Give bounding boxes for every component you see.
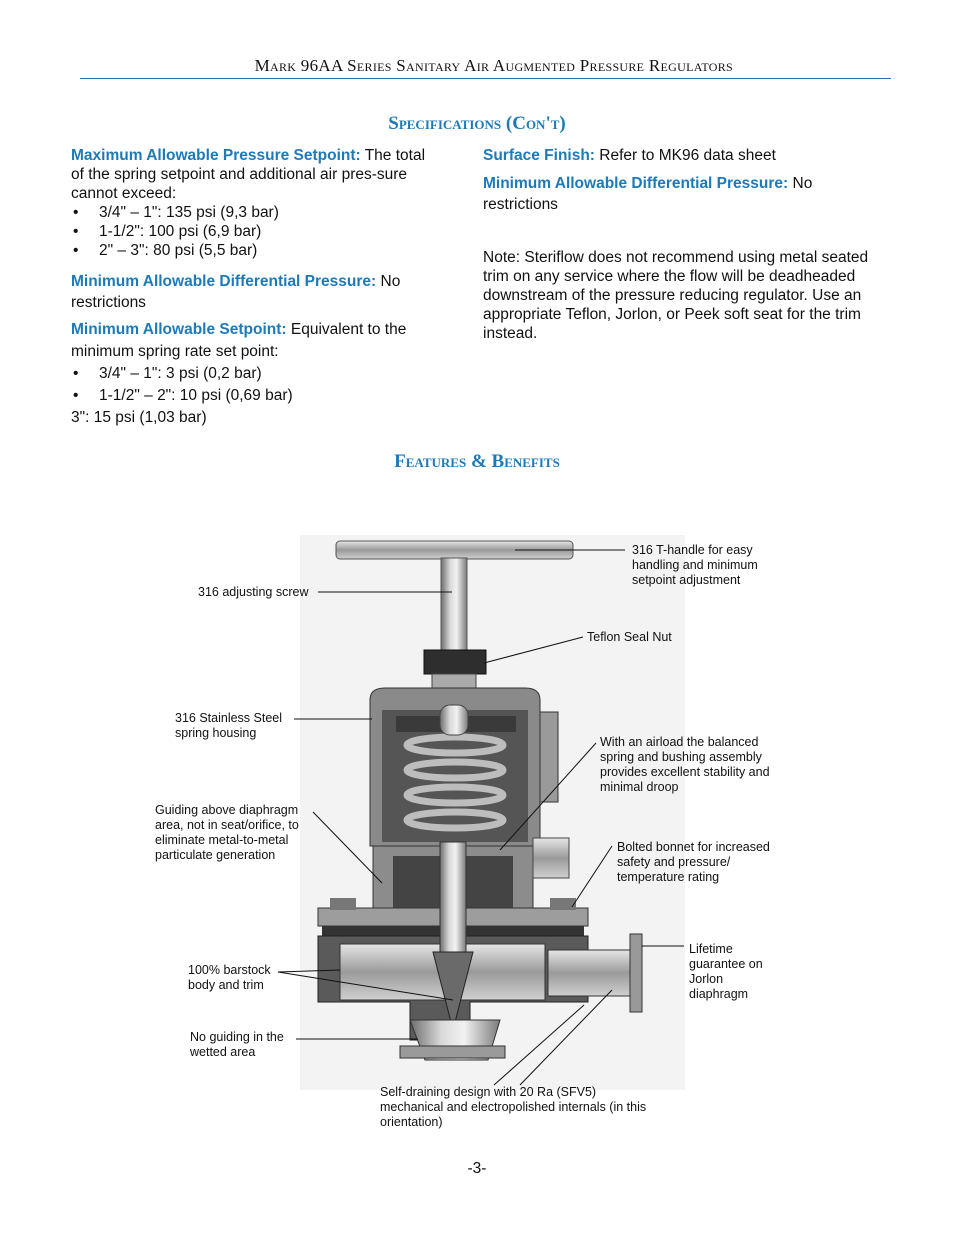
max-setpoint-list: 3/4" – 1": 135 psi (9,3 bar) 1-1/2": 100… bbox=[71, 203, 441, 260]
min-setpoint-para: Minimum Allowable Setpoint: Equivalent t… bbox=[71, 319, 441, 363]
list-item: 3/4" – 1": 135 psi (9,3 bar) bbox=[71, 203, 441, 222]
specifications-heading: Specifications (Con't) bbox=[388, 113, 566, 134]
callout-barstock: 100% barstock body and trim bbox=[188, 963, 271, 992]
min-diff-para: Minimum Allowable Differential Pressure:… bbox=[71, 271, 441, 313]
right-min-diff-label: Minimum Allowable Differential Pressure: bbox=[483, 175, 789, 192]
valve-stem bbox=[439, 841, 467, 953]
spring bbox=[403, 733, 507, 832]
list-item: 2" – 3": 80 psi (5,5 bar) bbox=[71, 241, 441, 260]
callout-guiding-above: Guiding above diaphragm area, not in sea… bbox=[155, 803, 299, 862]
min-setpoint-list: 3/4" – 1": 3 psi (0,2 bar) 1-1/2" – 2": … bbox=[71, 363, 441, 407]
callout-lifetime: Lifetime guarantee on Jorlon diaphragm bbox=[689, 942, 763, 1001]
max-setpoint-para: Maximum Allowable Pressure Setpoint: The… bbox=[71, 146, 441, 203]
callout-no-guiding: No guiding in the wetted area bbox=[190, 1030, 284, 1059]
surface-text: Refer to MK96 data sheet bbox=[594, 147, 776, 164]
min-diff-text: No restrictions bbox=[71, 273, 401, 311]
running-header: Mark 96AA Series Sanitary Air Augmented … bbox=[254, 56, 733, 75]
features-heading: Features & Benefits bbox=[394, 451, 560, 472]
right-min-diff-text: No restrictions bbox=[483, 175, 813, 213]
list-item: 1-1/2" – 2": 10 psi (0,69 bar) bbox=[71, 385, 441, 407]
surface-label: Surface Finish: bbox=[483, 147, 595, 164]
callout-spring-housing: 316 Stainless Steel spring housing bbox=[175, 711, 283, 740]
callout-airload: With an airload the balanced spring and … bbox=[600, 735, 770, 794]
callout-bolted-bonnet: Bolted bonnet for increased safety and p… bbox=[617, 840, 770, 884]
page-number: -3- bbox=[467, 1160, 487, 1177]
air-port bbox=[532, 837, 570, 879]
callout-adjusting-screw: 316 adjusting screw bbox=[198, 585, 309, 599]
left-column: Maximum Allowable Pressure Setpoint: The… bbox=[71, 146, 441, 429]
callout-self-draining: Self-draining design with 20 Ra (SFV5) m… bbox=[380, 1085, 647, 1129]
seal-nut bbox=[423, 649, 487, 675]
list-item: 1-1/2": 100 psi (6,9 bar) bbox=[71, 222, 441, 241]
outlet-port bbox=[547, 949, 635, 997]
header-rule bbox=[80, 78, 891, 79]
leader-lines bbox=[277, 549, 684, 1086]
right-column: Surface Finish: Refer to MK96 data sheet… bbox=[483, 146, 873, 343]
list-item: 3/4" – 1": 3 psi (0,2 bar) bbox=[71, 363, 441, 385]
min-setpoint-text: Equivalent to the minimum spring rate se… bbox=[71, 321, 407, 360]
callout-seal-nut: Teflon Seal Nut bbox=[587, 630, 672, 644]
last-line: 3": 15 psi (1,03 bar) bbox=[71, 409, 207, 426]
note-para: Note: Steriflow does not recommend using… bbox=[483, 249, 869, 342]
right-min-diff-para: Minimum Allowable Differential Pressure:… bbox=[483, 173, 873, 215]
callout-t-handle: 316 T-handle for easy handling and minim… bbox=[632, 543, 758, 587]
max-setpoint-text: The total of the spring setpoint and add… bbox=[71, 147, 426, 202]
min-setpoint-label: Minimum Allowable Setpoint: bbox=[71, 321, 287, 338]
min-diff-label: Minimum Allowable Differential Pressure: bbox=[71, 273, 377, 290]
max-setpoint-label: Maximum Allowable Pressure Setpoint: bbox=[71, 147, 361, 164]
surface-para: Surface Finish: Refer to MK96 data sheet bbox=[483, 146, 873, 165]
